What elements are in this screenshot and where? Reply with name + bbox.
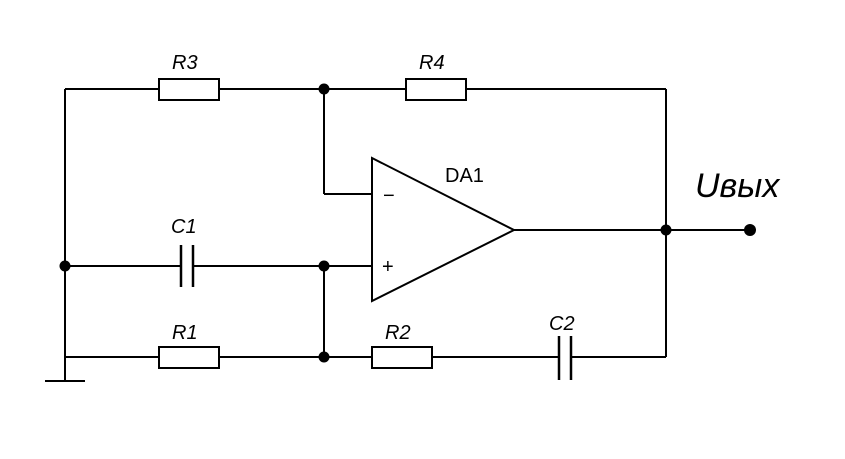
resistor-r4: [405, 78, 467, 101]
label-da1: DA1: [445, 165, 484, 187]
label-c1: C1: [171, 216, 197, 238]
label-r3: R3: [172, 52, 198, 74]
label-r4: R4: [419, 52, 445, 74]
label-r1: R1: [172, 322, 198, 344]
resistor-r2: [371, 346, 433, 369]
junction-dot: [318, 260, 330, 272]
junctions: [59, 83, 672, 363]
opamp-noninverting-sign: +: [382, 256, 394, 278]
opamp-da1: [371, 156, 517, 303]
resistor-r3: [158, 78, 220, 101]
resistor-r1: [158, 346, 220, 369]
output-terminal: [744, 224, 756, 236]
label-c2: C2: [549, 313, 575, 335]
wires: [64, 88, 750, 381]
capacitor-c2: [557, 336, 573, 380]
opamp-inverting-sign: −: [383, 185, 395, 207]
output-label: Uвых: [695, 167, 780, 205]
junction-dot: [318, 83, 330, 95]
label-r2: R2: [385, 322, 411, 344]
junction-dot: [660, 224, 672, 236]
junction-dot: [318, 351, 330, 363]
junction-dot: [59, 260, 71, 272]
capacitor-c1: [179, 245, 195, 287]
